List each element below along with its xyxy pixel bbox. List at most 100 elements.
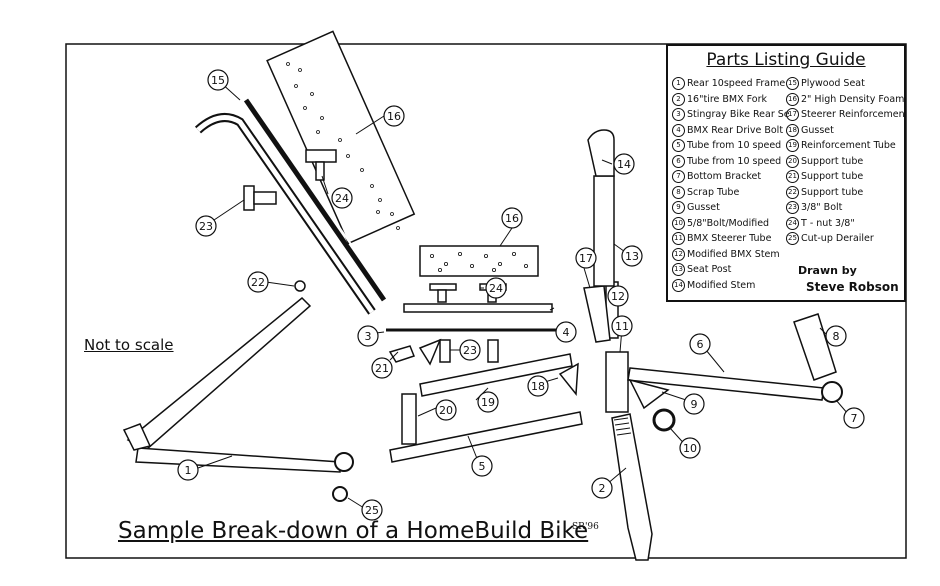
legend-item-label: Support tube bbox=[801, 155, 864, 167]
legend-item-number: 15 bbox=[786, 77, 799, 91]
legend-item-label: Steerer Reinforcement Plate bbox=[801, 109, 904, 121]
callout-9: 9 bbox=[691, 398, 698, 411]
legend-item-label: Bottom Bracket bbox=[687, 171, 762, 183]
legend-item-number: 7 bbox=[672, 170, 685, 184]
legend-item-number: 18 bbox=[786, 123, 799, 137]
callout-4: 4 bbox=[563, 326, 570, 339]
legend-item-number: 5 bbox=[672, 139, 685, 153]
callout-1: 1 bbox=[185, 464, 192, 477]
foam-board-upper bbox=[266, 30, 416, 245]
legend-item-number: 20 bbox=[786, 154, 799, 168]
legend-item-label: 3/8" Bolt bbox=[801, 202, 843, 214]
frame-bottom-bracket-ring bbox=[334, 452, 354, 472]
callout-numbers: 1 2 3 4 5 6 7 8 9 10 11 12 13 14 15 16 1… bbox=[185, 74, 858, 517]
foam-board-lower bbox=[419, 245, 539, 277]
legend-item-label: Tube from 10 speed bbox=[687, 155, 782, 167]
callout-24-lower: 24 bbox=[489, 282, 503, 295]
fork-threads bbox=[613, 417, 632, 436]
callout-12: 12 bbox=[611, 290, 625, 303]
reinforcement-tube bbox=[419, 353, 573, 397]
legend-item-label: Scrap Tube bbox=[687, 186, 740, 198]
legend-item-label: Stingray Bike Rear Sec bbox=[687, 109, 790, 121]
callout-20: 20 bbox=[439, 404, 453, 417]
not-to-scale-note: Not to scale bbox=[84, 336, 174, 354]
legend-item-label: Cut-up Derailer bbox=[801, 233, 874, 245]
callout-5: 5 bbox=[479, 460, 486, 473]
support-tube-ring bbox=[294, 280, 306, 292]
cut-up-derailer bbox=[332, 486, 348, 502]
legend-item-number: 4 bbox=[672, 123, 685, 137]
legend-item-number: 12 bbox=[672, 247, 685, 261]
callout-21: 21 bbox=[375, 362, 389, 375]
legend-item-number: 25 bbox=[786, 232, 799, 246]
stingray-rear-section-inner bbox=[196, 115, 375, 314]
modified-bolt-ring bbox=[652, 408, 676, 432]
callout-2: 2 bbox=[599, 482, 606, 495]
callout-24-upper: 24 bbox=[335, 192, 349, 205]
legend-item-label: Plywood Seat bbox=[801, 78, 865, 90]
bottom-bracket bbox=[821, 381, 843, 403]
legend-item-number: 14 bbox=[672, 278, 685, 292]
callout-6: 6 bbox=[697, 338, 704, 351]
bolts-lower bbox=[439, 339, 499, 363]
t-nut-bracket-upper bbox=[305, 149, 337, 181]
support-tube-vertical bbox=[401, 393, 417, 445]
legend-item-label: Reinforcement Tube bbox=[801, 140, 896, 152]
callout-11: 11 bbox=[615, 320, 629, 333]
legend-item-label: Support tube bbox=[801, 171, 864, 183]
plywood-seat-diagonal bbox=[243, 98, 387, 302]
legend-item-label: 2" High Density Foam bbox=[801, 93, 904, 105]
callout-22: 22 bbox=[251, 276, 265, 289]
legend-item-number: 11 bbox=[672, 232, 685, 246]
foam-board-lower-dots bbox=[429, 251, 529, 272]
artist-signature: SR'96 bbox=[572, 522, 599, 532]
callout-16-lower: 16 bbox=[505, 212, 519, 225]
modified-stem bbox=[587, 129, 615, 177]
legend-item-label: Gusset bbox=[687, 202, 720, 214]
legend-item-number: 1 bbox=[672, 77, 685, 91]
legend-item-label: BMX Rear Drive Bolt bbox=[687, 124, 784, 136]
legend-item-number: 13 bbox=[672, 263, 685, 277]
legend-item-number: 19 bbox=[786, 139, 799, 153]
legend-item-label: 16"tire BMX Fork bbox=[687, 93, 767, 105]
scrap-tube bbox=[793, 313, 837, 381]
legend-item-number: 6 bbox=[672, 154, 685, 168]
gusset-triangle-small bbox=[418, 338, 442, 366]
legend-item-label: Rear 10speed Frame bbox=[687, 78, 786, 90]
steerer-tube bbox=[605, 351, 629, 413]
sheet-border bbox=[65, 43, 907, 559]
legend-item-label: Tube from 10 speed bbox=[687, 140, 782, 152]
legend-item-number: 10 bbox=[672, 216, 685, 230]
callout-23-lower: 23 bbox=[463, 344, 477, 357]
legend-item-number: 9 bbox=[672, 201, 685, 215]
legend-item-label: Gusset bbox=[801, 124, 834, 136]
tube-from-10speed-lower bbox=[389, 411, 583, 463]
rear-frame bbox=[122, 296, 341, 473]
callout-10: 10 bbox=[683, 442, 697, 455]
callout-17: 17 bbox=[579, 252, 593, 265]
legend-item-number: 22 bbox=[786, 185, 799, 199]
callout-23-upper: 23 bbox=[199, 220, 213, 233]
